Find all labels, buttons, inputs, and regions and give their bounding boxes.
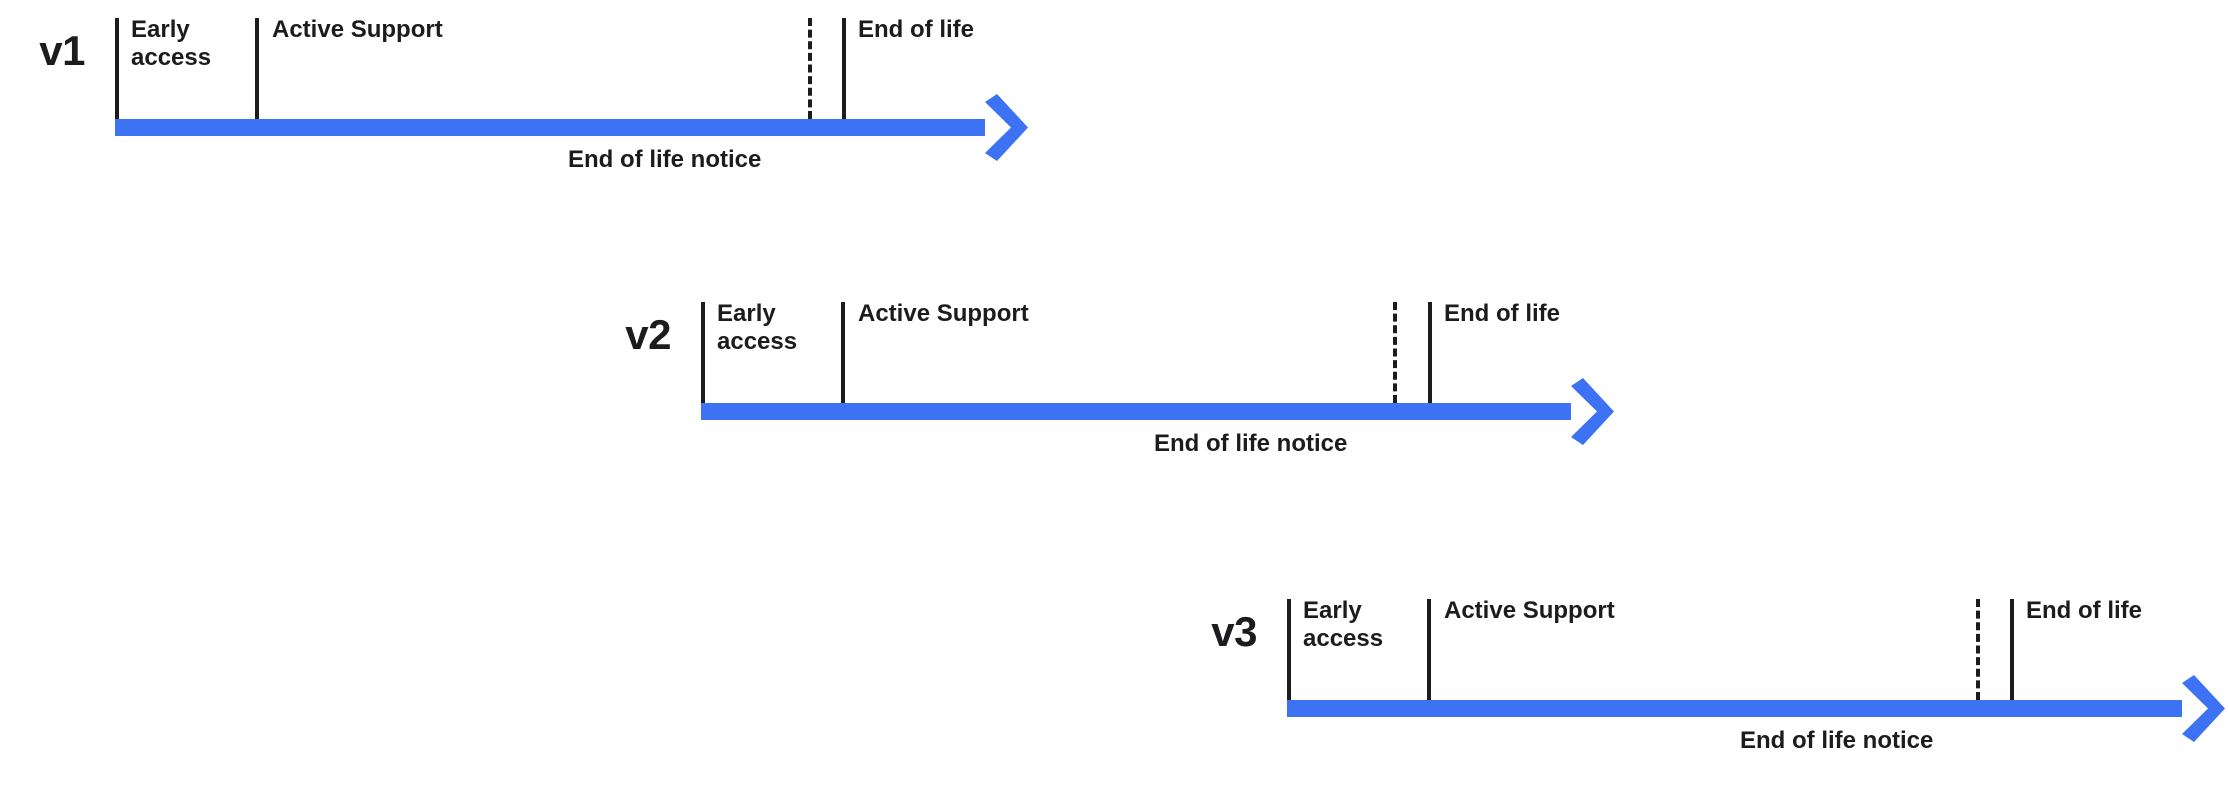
notice-label-v3: End of life notice: [1740, 727, 1934, 754]
dashed-marker-v3: [1976, 599, 1980, 700]
timeline-bar-v1: [115, 119, 985, 136]
divider-end-of-life-v2: [1428, 302, 1432, 403]
dashed-marker-v1: [808, 18, 812, 119]
divider-start-v3: [1287, 599, 1291, 700]
arrow-head-icon-v1: [983, 94, 1029, 161]
divider-end-of-life-v3: [2010, 599, 2014, 700]
version-label-v2: v2: [625, 311, 671, 358]
phase-label-active-support-v2: Active Support: [858, 300, 1029, 327]
phase-label-early-access-v1: Early access: [131, 16, 212, 72]
phase-label-end-of-life-v2: End of life: [1444, 300, 1560, 327]
divider-active-support-v3: [1427, 599, 1431, 700]
phase-label-active-support-v3: Active Support: [1444, 597, 1615, 624]
phase-label-active-support-v1: Active Support: [272, 16, 443, 43]
divider-start-v1: [115, 18, 119, 119]
version-label-v3: v3: [1211, 608, 1257, 655]
dashed-marker-v2: [1393, 302, 1397, 403]
divider-active-support-v1: [255, 18, 259, 119]
timeline-bar-v3: [1287, 700, 2182, 717]
arrow-head-icon-v3: [2180, 675, 2226, 742]
phase-label-early-access-v2: Early access: [717, 300, 798, 356]
version-label-v1: v1: [39, 27, 85, 74]
timeline-bar-v2: [701, 403, 1571, 420]
arrow-head-icon-v2: [1569, 378, 1615, 445]
divider-end-of-life-v1: [842, 18, 846, 119]
divider-start-v2: [701, 302, 705, 403]
divider-active-support-v2: [841, 302, 845, 403]
phase-label-end-of-life-v3: End of life: [2026, 597, 2142, 624]
phase-label-end-of-life-v1: End of life: [858, 16, 974, 43]
notice-label-v2: End of life notice: [1154, 430, 1348, 457]
phase-label-early-access-v3: Early access: [1303, 597, 1384, 653]
notice-label-v1: End of life notice: [568, 146, 762, 173]
